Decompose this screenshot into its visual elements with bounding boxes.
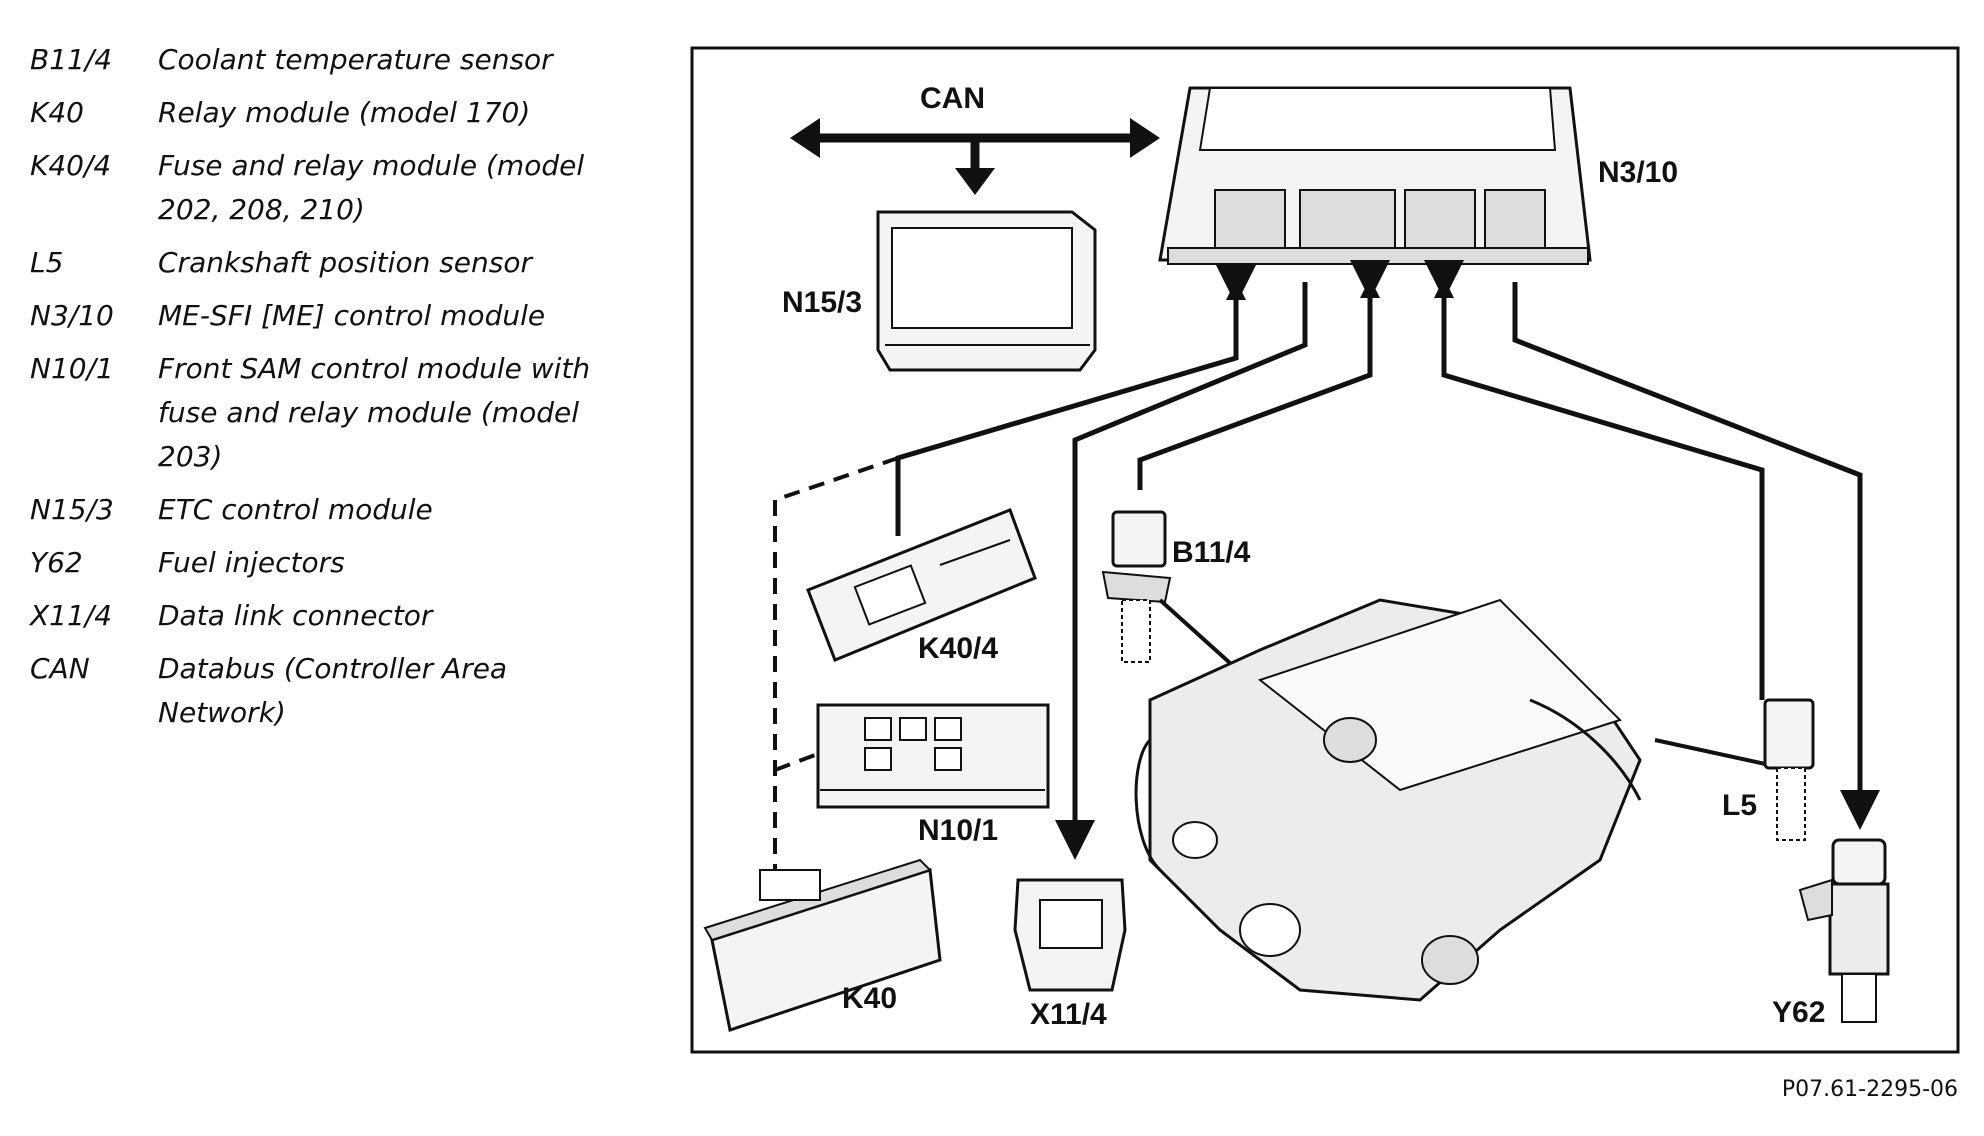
- legend-code: L5: [30, 246, 64, 279]
- legend-desc: Crankshaft position sensor: [158, 246, 533, 279]
- legend-item: K40/4 Fuse and relay module (model 202, 2…: [30, 144, 650, 232]
- signal-wires: [895, 260, 1880, 860]
- legend-item: CAN Databus (Controller Area Network): [30, 647, 650, 735]
- data-link-connector: [1013, 878, 1127, 992]
- label-y62: Y62: [1772, 996, 1825, 1029]
- legend-code: X11/4: [30, 599, 113, 632]
- legend-desc: ETC control module: [158, 493, 433, 526]
- legend-code: N10/1: [30, 352, 114, 385]
- label-can: CAN: [920, 82, 985, 115]
- legend-code: K40: [30, 96, 84, 129]
- legend-code: N15/3: [30, 493, 114, 526]
- legend-desc: Front SAM control module with fuse and r…: [158, 352, 591, 473]
- label-l5: L5: [1722, 789, 1757, 822]
- relay-module-k40: [703, 858, 942, 1032]
- leader-line: [1654, 738, 1771, 767]
- legend-desc: Fuse and relay module (model 202, 208, 2…: [158, 149, 585, 226]
- label-n3-10: N3/10: [1598, 156, 1678, 189]
- optional-wires: [773, 456, 899, 870]
- figure-id: P07.61-2295-06: [1782, 1077, 1958, 1102]
- legend-item: N10/1 Front SAM control module with fuse …: [30, 347, 650, 479]
- legend-code: N3/10: [30, 299, 114, 332]
- legend-desc: Databus (Controller Area Network): [158, 652, 508, 729]
- legend-desc: Relay module (model 170): [158, 96, 531, 129]
- engine-illustration: [1134, 598, 1642, 1002]
- legend-item: Y62 Fuel injectors: [30, 541, 650, 585]
- legend-item: N3/10 ME-SFI [ME] control module: [30, 294, 650, 338]
- legend-code: Y62: [30, 546, 83, 579]
- diagram-frame: [690, 46, 1960, 1054]
- legend-desc: Coolant temperature sensor: [158, 43, 553, 76]
- label-k40-4: K40/4: [918, 632, 998, 665]
- crankshaft-position-sensor: [1763, 698, 1815, 841]
- can-bus-arrow: [790, 118, 1160, 195]
- legend-item: L5 Crankshaft position sensor: [30, 241, 650, 285]
- fuel-injector: [1798, 838, 1890, 1023]
- coolant-temperature-sensor: [1101, 510, 1172, 663]
- legend-item: N15/3 ETC control module: [30, 488, 650, 532]
- fuse-relay-module-k40-4: [806, 508, 1037, 662]
- label-n15-3: N15/3: [782, 286, 862, 319]
- legend: B11/4 Coolant temperature sensor K40 Relay…: [30, 38, 650, 744]
- legend-desc: Data link connector: [158, 599, 433, 632]
- legend-item: K40 Relay module (model 170): [30, 91, 650, 135]
- legend-code: CAN: [30, 652, 90, 685]
- me-sfi-control-module: [1158, 86, 1592, 265]
- legend-desc: Fuel injectors: [158, 546, 345, 579]
- label-b11-4: B11/4: [1172, 536, 1251, 569]
- legend-item: B11/4 Coolant temperature sensor: [30, 38, 650, 82]
- legend-code: B11/4: [30, 43, 113, 76]
- label-n10-1: N10/1: [918, 814, 998, 847]
- legend-item: X11/4 Data link connector: [30, 594, 650, 638]
- front-sam-module: [816, 703, 1050, 809]
- legend-code: K40/4: [30, 149, 112, 182]
- label-x11-4: X11/4: [1030, 998, 1107, 1031]
- etc-control-module: [876, 210, 1097, 372]
- legend-desc: ME-SFI [ME] control module: [158, 299, 546, 332]
- label-k40: K40: [842, 982, 897, 1015]
